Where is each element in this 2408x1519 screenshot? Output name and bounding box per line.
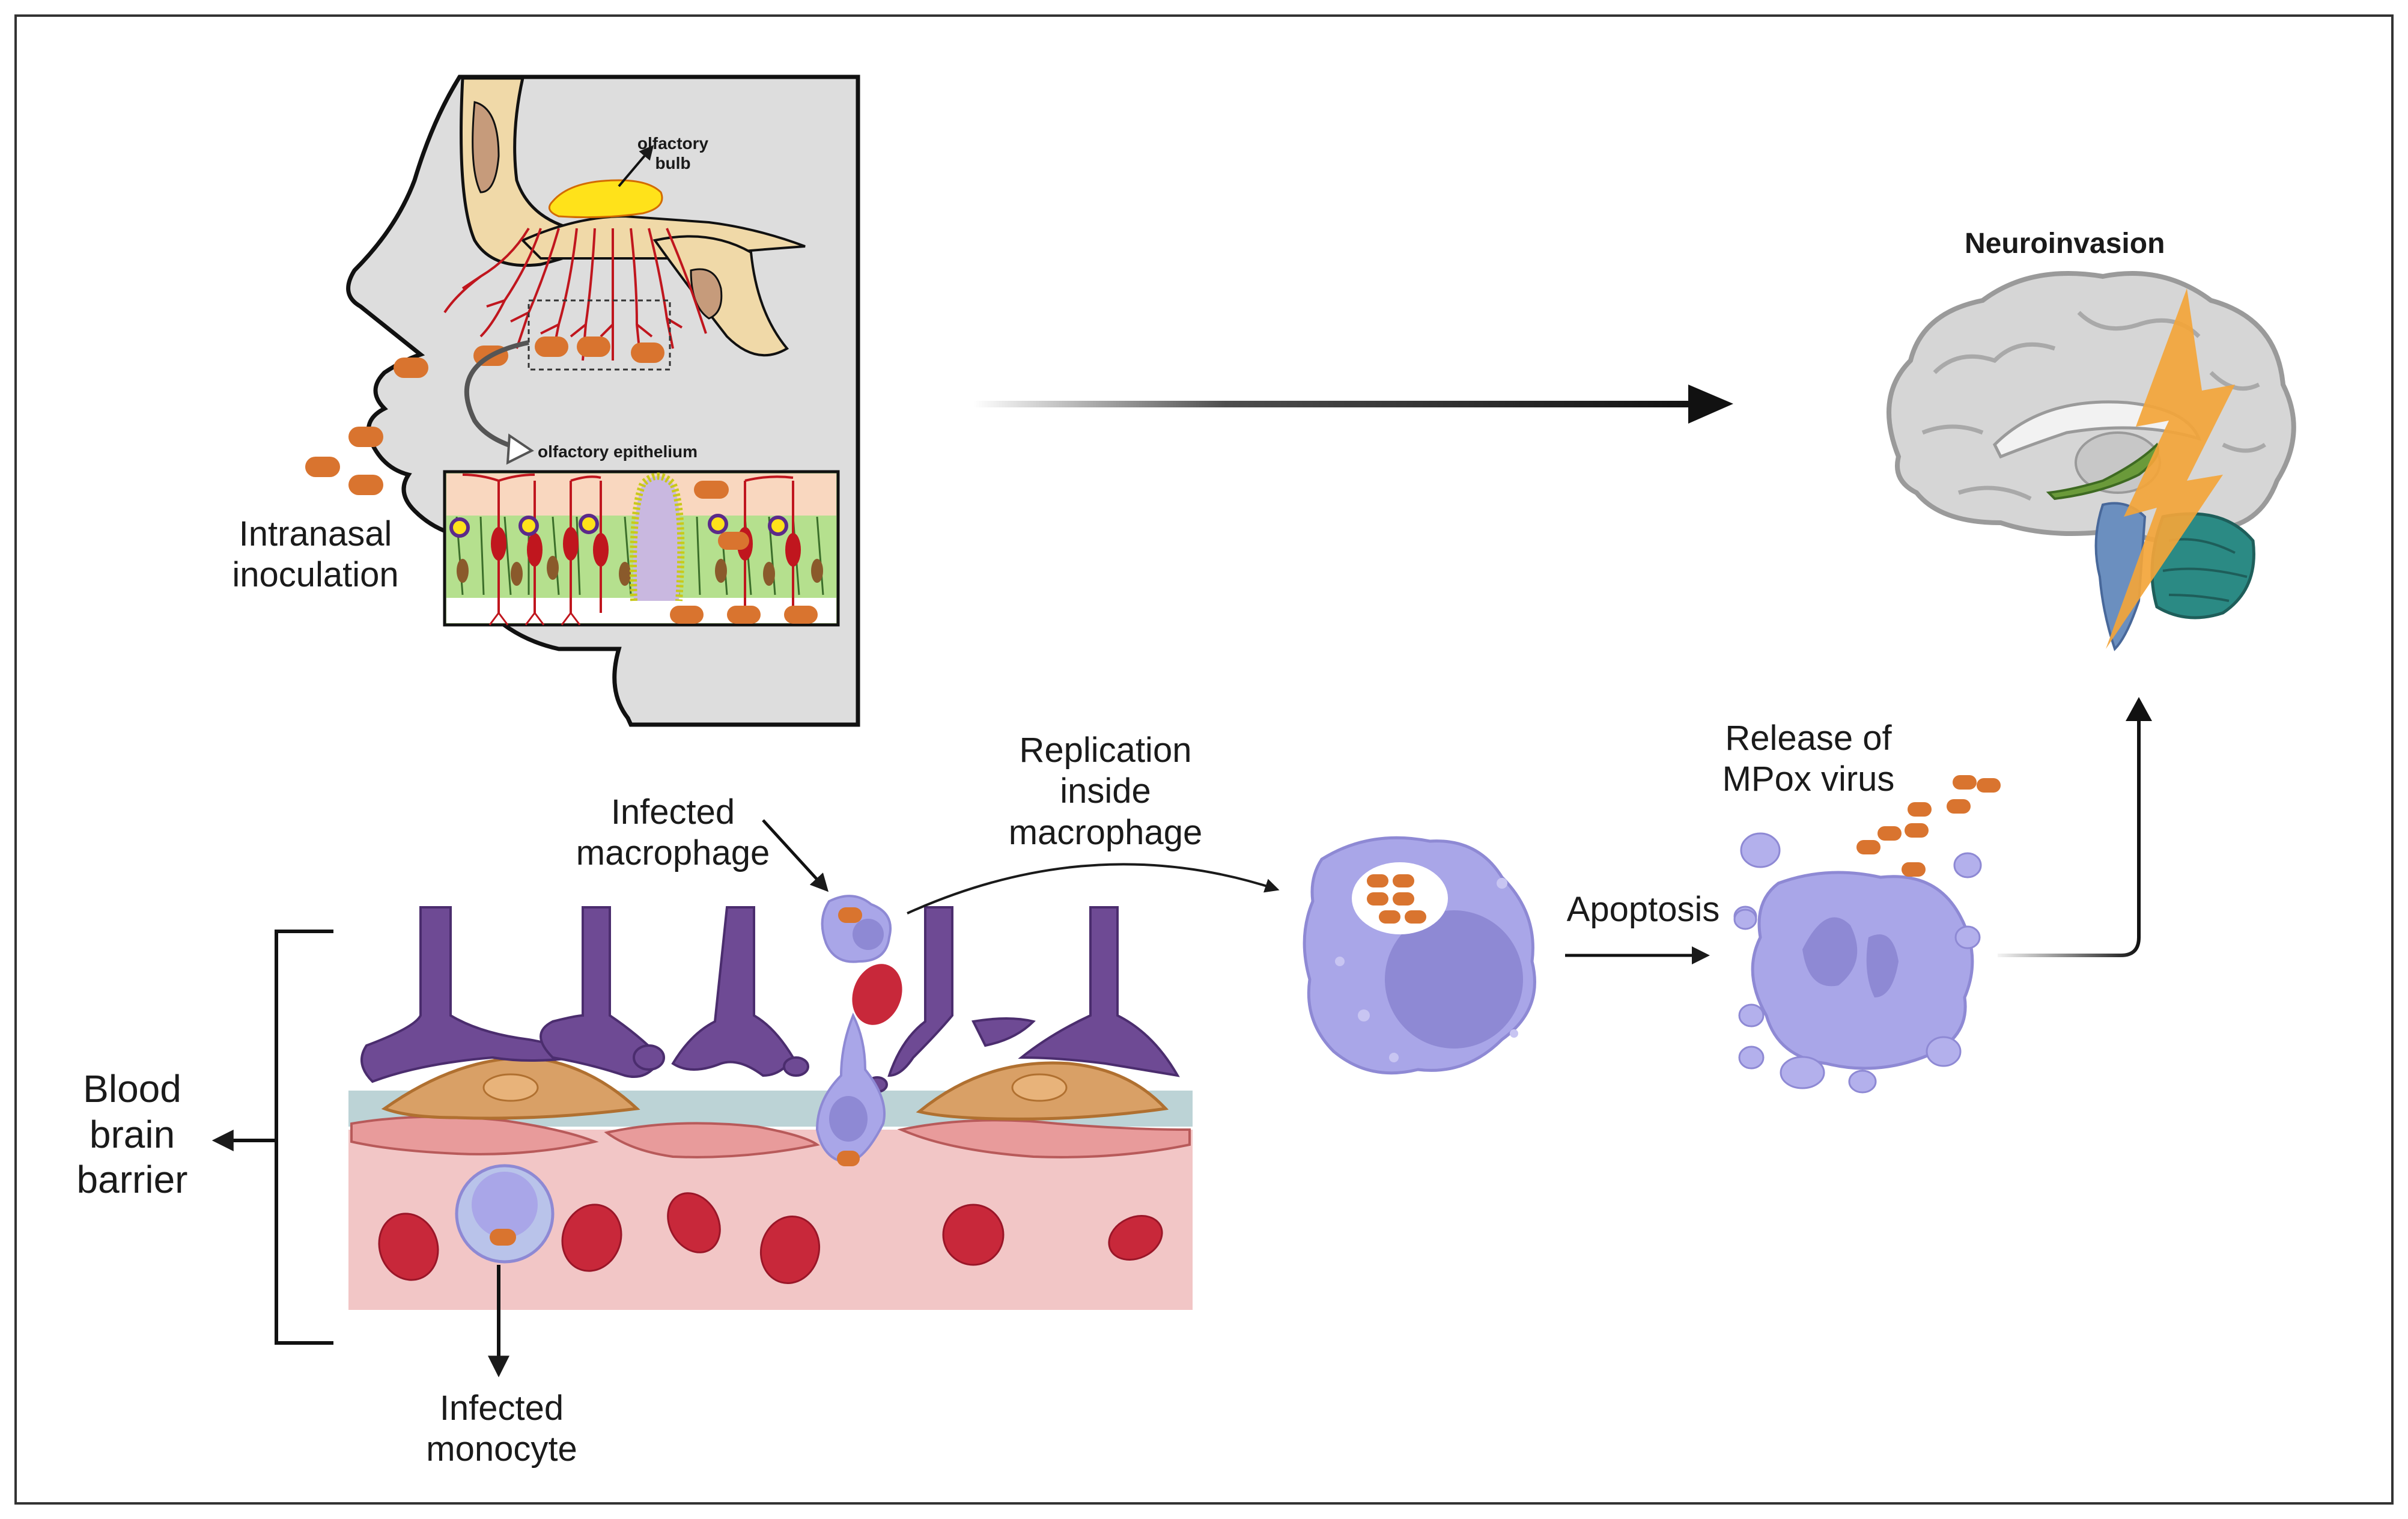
label-infected-macrophage-line-2: macrophage: [576, 833, 770, 873]
replication-arrow: [907, 863, 1280, 915]
label-blood-brain-barrier-line-1: Blood: [83, 1067, 181, 1110]
label-olfactory-epithelium: olfactory epithelium: [538, 442, 698, 461]
nasal-cavity-panel: [305, 75, 860, 727]
bbb-bracket: [275, 930, 333, 1345]
infected-monocyte-cell: [455, 1164, 555, 1264]
label-infected-monocyte-line-1: Infected: [439, 1389, 564, 1428]
head-profile: [346, 75, 860, 727]
frontal-sinus: [472, 101, 500, 193]
label-replication-line-3: macrophage: [1008, 812, 1203, 852]
olfactory-bulb: [548, 179, 663, 219]
label-intranasal-inoculation-line-1: Intranasal: [239, 514, 392, 553]
label-release-mpox-line-2: MPox virus: [1722, 760, 1895, 799]
label-infected-macrophage-line-1: Infected: [610, 793, 735, 832]
label-infected-monocyte-line-2: monocyte: [426, 1429, 577, 1469]
rbc-free: [852, 964, 902, 1025]
label-release-mpox-line-1: Release of: [1725, 719, 1892, 758]
pathway-arrow-head: [1688, 385, 1733, 424]
pathway-arrow-to-brain: [973, 401, 1694, 407]
exit-arrow-to-brain: [1998, 718, 2141, 957]
endothelial-cells: [350, 1115, 1191, 1158]
transmigrating-macrophage: [815, 1012, 886, 1166]
lightning-bolt: [2106, 288, 2235, 649]
red-blood-cells: [378, 1192, 1163, 1285]
label-intranasal-inoculation-line-2: inoculation: [232, 555, 399, 595]
label-olfactory-bulb-text-line-1: olfactory: [637, 134, 709, 153]
label-blood-brain-barrier-line-2: brain: [89, 1112, 175, 1156]
label-blood-brain-barrier-line-3: barrier: [76, 1158, 188, 1202]
label-replication-line-2: inside: [1060, 772, 1151, 811]
astrocyte-endfeet: [360, 906, 1180, 1093]
label-neuroinvasion: Neuroinvasion: [1965, 228, 2165, 260]
figure-border: [14, 14, 2394, 1505]
macrophage-pointer-arrow: [762, 819, 829, 892]
zoom-box: [528, 299, 671, 371]
brain-illustration: [1887, 271, 2296, 651]
replicating-macrophage: [1303, 836, 1536, 1075]
label-olfactory-bulb-text-line-2: bulb: [655, 154, 691, 173]
olfactory-nerves: [443, 227, 707, 361]
zoom-arrow: [464, 340, 529, 450]
label-apoptosis: Apoptosis: [1566, 890, 1720, 929]
label-replication-line-1: Replication: [1019, 731, 1192, 770]
blood-brain-barrier: [211, 819, 1193, 1378]
exit-arrow-head: [2126, 697, 2152, 721]
olfactory-bulb-pointer: [618, 145, 654, 187]
infected-macrophage-small: [821, 895, 892, 963]
apoptotic-macrophage: [1733, 775, 2001, 1094]
olfactory-epithelium-inset: [443, 470, 840, 627]
limbic-structure: [2046, 442, 2159, 501]
